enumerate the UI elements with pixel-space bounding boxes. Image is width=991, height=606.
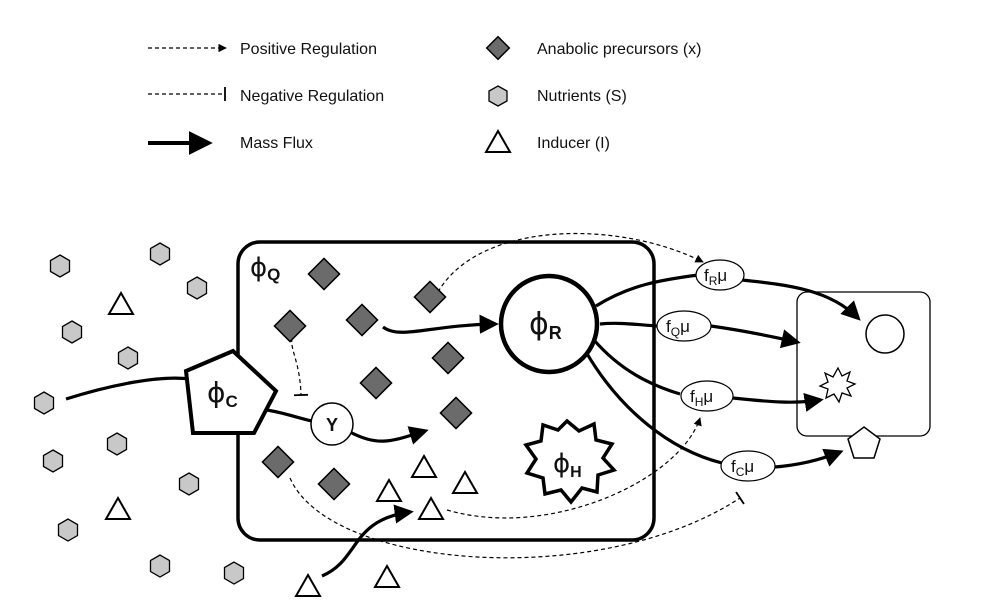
flux-Y-to-precursors xyxy=(349,426,429,445)
inducers-group xyxy=(104,290,479,597)
output-pentagon-icon xyxy=(847,426,881,459)
inducer-icon xyxy=(417,495,445,520)
legend: Positive Regulation Negative Regulation … xyxy=(148,35,702,155)
anabolic-precursor-icon xyxy=(307,257,341,291)
inducer-icon xyxy=(410,453,438,478)
flux-R-to-fR xyxy=(595,273,699,308)
flux-fC: fCμ xyxy=(720,450,776,482)
inducer-icon xyxy=(107,290,135,315)
phi-c-label: ϕC xyxy=(207,376,238,411)
positive-regulation-label: Positive Regulation xyxy=(240,41,377,58)
nutrient-icon xyxy=(61,320,83,344)
negative-regulation-label: Negative Regulation xyxy=(240,88,384,105)
nutrient-icon xyxy=(223,561,245,585)
anabolic-precursors-group xyxy=(261,257,473,501)
regulation-positive-to-fH xyxy=(446,417,702,519)
cell-q-compartment xyxy=(236,240,656,542)
regulation-positive-to-fR xyxy=(437,232,704,293)
regulation-negative-to-fC xyxy=(289,477,745,559)
phi-h-node xyxy=(523,418,618,505)
inducer-icon xyxy=(294,572,322,597)
nutrient-icon xyxy=(106,432,128,456)
phi-r-node xyxy=(498,273,600,375)
phi-h-label: ϕH xyxy=(553,449,582,481)
nutrient-icon xyxy=(117,346,139,370)
anabolic-precursors-label: Anabolic precursors (x) xyxy=(537,41,702,58)
anabolic-precursor-icon xyxy=(273,309,307,343)
y-node-label: Y xyxy=(326,415,338,435)
anabolic-precursor-icon xyxy=(431,341,465,375)
regulation-negative-to-Y xyxy=(291,337,309,397)
flux-R-to-fQ xyxy=(599,321,658,328)
svg-text:fHμ: fHμ xyxy=(690,387,713,409)
svg-text:fRμ: fRμ xyxy=(704,266,727,288)
nutrient-icon xyxy=(33,391,55,415)
flux-C-to-Y xyxy=(266,408,313,423)
anabolic-precursor-icon xyxy=(345,303,379,337)
anabolic-precursor-icon xyxy=(359,366,393,400)
inducer-icon xyxy=(484,128,512,153)
inducer-icon xyxy=(104,495,132,520)
phi-q-label: ϕQ xyxy=(250,253,280,284)
phi-c-transporter xyxy=(183,348,279,435)
anabolic-precursor-icon xyxy=(413,280,447,314)
nutrient-icon xyxy=(488,85,508,107)
flux-fH-to-output xyxy=(732,392,824,412)
nutrient-icon xyxy=(178,472,200,496)
inducer-icon xyxy=(451,469,479,494)
flux-fR-to-output xyxy=(741,278,861,321)
y-node xyxy=(310,402,354,446)
flux-precursors-to-R xyxy=(382,314,499,334)
flux-fQ-to-output xyxy=(710,324,801,349)
svg-text:fCμ: fCμ xyxy=(731,457,754,479)
anabolic-precursor-icon xyxy=(317,467,351,501)
anabolic-precursor-icon xyxy=(485,35,511,61)
nutrients-label: Nutrients (S) xyxy=(537,88,627,105)
flux-fQ: fQμ xyxy=(656,310,712,342)
inducer-icon xyxy=(375,477,403,502)
nutrient-icon xyxy=(149,242,171,266)
nutrient-icon xyxy=(42,449,64,473)
flux-R-to-fH xyxy=(592,338,681,396)
phi-r-label: ϕR xyxy=(529,307,562,343)
flux-nutrient-to-C xyxy=(65,376,191,401)
output-star-icon xyxy=(818,366,857,404)
nutrient-icon xyxy=(186,276,208,300)
inducer-label: Inducer (I) xyxy=(537,135,610,152)
inducer-icon xyxy=(373,563,401,588)
flux-inducer-uptake xyxy=(321,504,414,578)
nutrient-icon xyxy=(149,554,171,578)
nutrient-icon xyxy=(49,254,71,278)
output-circle-icon xyxy=(865,314,905,354)
flux-fR: fRμ xyxy=(695,259,745,291)
anabolic-precursor-icon xyxy=(439,396,473,430)
flux-R-to-fC xyxy=(584,351,723,465)
flux-fH: fHμ xyxy=(680,380,734,412)
nutrients-group xyxy=(33,242,245,585)
svg-text:fQμ: fQμ xyxy=(666,317,690,339)
anabolic-precursor-icon xyxy=(261,445,295,479)
mass-flux-label: Mass Flux xyxy=(240,135,313,152)
output-box xyxy=(796,291,931,437)
flux-fC-to-output xyxy=(774,448,844,469)
nutrient-icon xyxy=(57,518,79,542)
